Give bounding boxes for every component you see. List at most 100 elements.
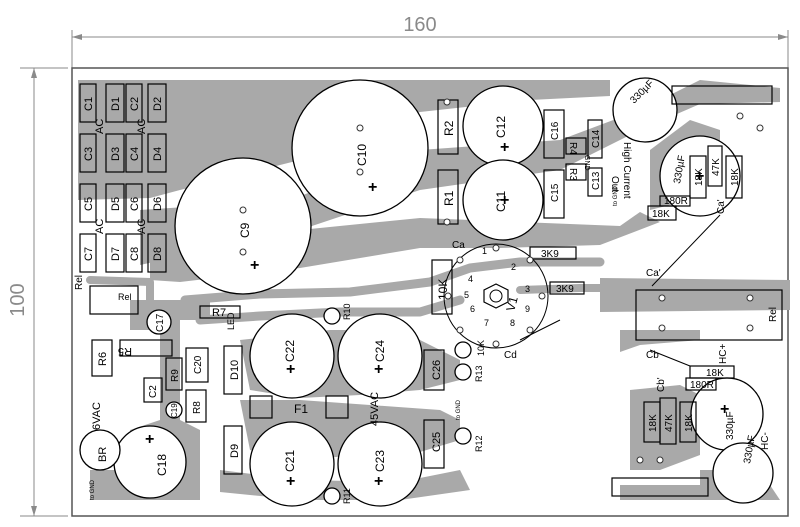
- label-47k-a: 47K: [711, 158, 722, 176]
- label-f1: F1: [294, 402, 308, 416]
- label-br: BR: [97, 447, 109, 462]
- label-c21: C21: [283, 450, 297, 472]
- label-to-gnd-bl: to GND: [90, 479, 96, 500]
- label-r12: R12: [474, 435, 484, 452]
- pin-8: 8: [510, 318, 515, 328]
- label-v1: V1: [503, 295, 520, 313]
- pin-9: 9: [525, 304, 530, 314]
- left-lower-parts: Rel C17 R7 LED R6 R5 C2 R9 C20 R8 C19 BR…: [79, 285, 241, 500]
- label-d4: D4: [152, 147, 164, 161]
- label-180r-a: 180R: [664, 196, 688, 207]
- height-dimension-label: 100: [7, 283, 29, 316]
- label-r10: R10: [342, 303, 352, 320]
- label-to-gnd-center: to GND: [456, 399, 462, 420]
- label-ca-prime: Ca': [716, 199, 727, 214]
- pin-2: 2: [511, 262, 516, 272]
- label-c1: C1: [83, 97, 95, 111]
- label-d3: D3: [110, 147, 122, 161]
- label-r7: R7: [212, 307, 226, 319]
- label-r3: R3: [567, 168, 578, 181]
- dimension-arrows: [31, 34, 788, 516]
- label-c16: C16: [550, 121, 561, 140]
- label-c4: C4: [129, 147, 141, 161]
- label-c18: C18: [155, 454, 169, 476]
- wire-lines: [519, 214, 721, 367]
- label-ac-4: AC: [136, 219, 148, 234]
- label-high-current: High Current: [621, 142, 632, 199]
- label-c13: C13: [591, 171, 602, 190]
- pin-7: 7: [484, 318, 489, 328]
- label-rel-right: Rel: [768, 307, 779, 322]
- width-dimension-label: 160: [403, 14, 436, 36]
- label-hc-plus: HC+: [718, 344, 729, 364]
- label-c14: C14: [591, 129, 602, 148]
- label-18k-e: 18K: [648, 414, 659, 432]
- label-18k-b: 18K: [730, 168, 741, 186]
- label-c17: C17: [155, 313, 166, 332]
- tube-socket-v1: V1 1 2 3 4 5 6 7 8 9: [443, 243, 549, 349]
- large-cap-labels: C9 C10 C12 C11 C22 C24 C21 C23 C18: [155, 116, 508, 476]
- label-c2: C2: [129, 97, 141, 111]
- label-10k-b: 10K: [476, 340, 486, 356]
- capacitor-plus-marks: + + + + + + + + + + +: [145, 139, 729, 490]
- label-c7: C7: [83, 247, 95, 261]
- label-330uf-br: 330µF: [742, 434, 758, 464]
- label-r1: R1: [442, 190, 456, 206]
- svg-text:+: +: [286, 473, 295, 490]
- label-ac-3: AC: [94, 219, 106, 234]
- pin-4: 4: [468, 274, 473, 284]
- label-c25: C25: [431, 432, 443, 452]
- label-c23: C23: [373, 450, 387, 472]
- pads: [239, 98, 764, 464]
- label-rel-left: Rel: [74, 275, 85, 290]
- r1-r2: R2 R1: [437, 99, 459, 225]
- label-18k-a: 18K: [694, 168, 705, 186]
- label-out: Out: [609, 176, 620, 192]
- label-3k9-a: 3K9: [541, 249, 559, 260]
- svg-text:+: +: [500, 139, 509, 156]
- label-gnd: GND: [583, 155, 590, 171]
- label-d5: D5: [110, 197, 122, 211]
- svg-text:+: +: [368, 179, 377, 196]
- label-cb: Cb: [646, 350, 659, 361]
- bottom-right-section: 18K 180R 18K 47K 18K 330µF HC- 330µF: [611, 365, 771, 497]
- label-3k9-b: 3K9: [556, 284, 574, 295]
- svg-text:+: +: [374, 473, 383, 490]
- label-45vac: 45VAC: [369, 392, 381, 426]
- label-d2: D2: [152, 97, 164, 111]
- label-r9: R9: [170, 369, 181, 382]
- label-6vac: 6VAC: [91, 402, 103, 430]
- pin-6: 6: [470, 304, 475, 314]
- label-c5: C5: [83, 197, 95, 211]
- label-r2: R2: [442, 120, 456, 136]
- label-c6: C6: [129, 197, 141, 211]
- label-r4: R4: [567, 142, 578, 155]
- center-lower-parts: D10 D9 F1 45VAC R10 R11 C26 C25 10K R13 …: [223, 303, 486, 505]
- pin-3: 3: [525, 284, 530, 294]
- label-ac-1: AC: [94, 119, 106, 134]
- label-ac-2: AC: [136, 119, 148, 134]
- label-cb-prime: Cb': [656, 377, 667, 392]
- pin-1: 1: [482, 246, 487, 256]
- svg-text:+: +: [286, 361, 295, 378]
- label-ca: Ca: [452, 240, 465, 251]
- label-hc-minus: HC-: [760, 432, 771, 450]
- label-330uf-mid: 330µF: [672, 154, 688, 184]
- label-ca-prime-2: Ca': [646, 268, 661, 279]
- label-led: LED: [226, 312, 236, 330]
- label-c9: C9: [238, 222, 252, 238]
- label-c15: C15: [550, 183, 561, 202]
- label-r13: R13: [474, 365, 484, 382]
- label-r6: R6: [97, 352, 109, 366]
- label-330uf-r: 330µF: [725, 411, 736, 440]
- label-d9: D9: [229, 444, 241, 458]
- label-c2-small: C2: [148, 385, 159, 398]
- label-r11: R11: [342, 488, 352, 504]
- relay-block: Rel Rel Cb Cb' HC+: [74, 275, 783, 392]
- dimension-lines: [20, 30, 789, 517]
- label-c8: C8: [129, 247, 141, 261]
- label-18k-c: 18K: [652, 209, 670, 220]
- label-c24: C24: [373, 340, 387, 362]
- label-c3: C3: [83, 147, 95, 161]
